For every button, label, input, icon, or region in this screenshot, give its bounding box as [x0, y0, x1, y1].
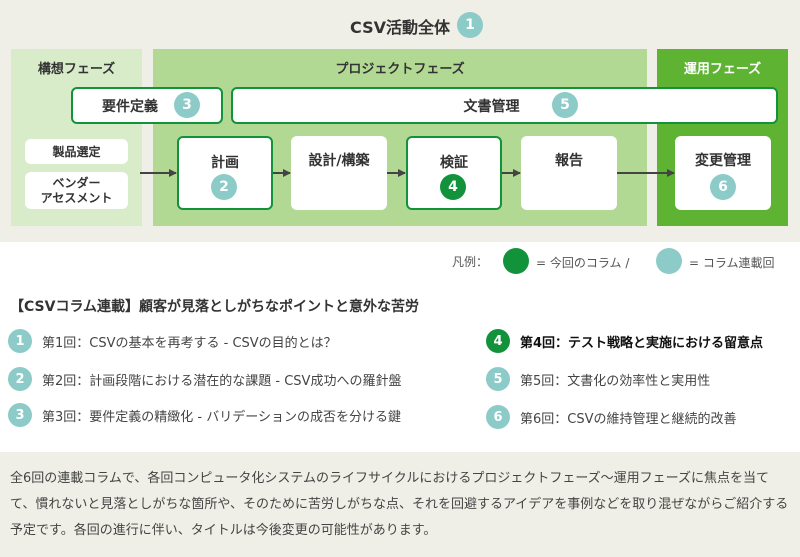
product-selection-box: 製品選定	[25, 139, 128, 164]
step-change-badge: 6	[710, 174, 736, 200]
step-design: 設計/構築	[291, 136, 387, 210]
step-design-label: 設計/構築	[308, 153, 370, 169]
requirements-badge: 3	[174, 92, 200, 118]
list-badge-6: 6	[486, 405, 510, 429]
legend-current-swatch	[503, 248, 529, 274]
documents-label: 文書管理	[463, 98, 520, 115]
step-plan-badge: 2	[211, 174, 237, 200]
legend-series-swatch	[656, 248, 682, 274]
documents-badge: 5	[552, 92, 578, 118]
step-verify-label: 検証	[440, 155, 468, 171]
list-badge-5: 5	[486, 367, 510, 391]
step-verify-badge: 4	[440, 174, 466, 200]
concept-phase-label: 構想フェーズ	[37, 62, 116, 77]
list-item-6: 6 第6回：CSVの維持管理と継続的改善	[486, 405, 737, 429]
list-text-3: 第3回：要件定義の精緻化 - バリデーションの成否を分ける鍵	[42, 409, 401, 425]
diagram-title: CSV活動全体	[350, 18, 450, 37]
step-plan-label: 計画	[211, 155, 239, 171]
list-item-2: 2 第2回：計画段階における潜在的な課題 - CSV成功への羅針盤	[8, 367, 401, 391]
list-badge-1: 1	[8, 329, 32, 353]
list-badge-3: 3	[8, 403, 32, 427]
series-heading: 【CSVコラム連載】顧客が見落としがちなポイントと意外な苦労	[10, 299, 420, 315]
list-badge-2: 2	[8, 367, 32, 391]
legend-prefix: 凡例：	[452, 255, 489, 269]
list-text-1: 第1回：CSVの基本を再考する - CSVの目的とは？	[42, 335, 337, 351]
list-item-5: 5 第5回：文書化の効率性と実用性	[486, 367, 710, 391]
step-change-label: 変更管理	[695, 153, 751, 169]
list-item-4: 4 第4回：テスト戦略と実施における留意点	[486, 329, 763, 353]
documents-box: 文書管理	[231, 87, 778, 124]
legend-current-label: = 今回のコラム /	[536, 256, 630, 270]
list-text-6: 第6回：CSVの維持管理と継続的改善	[520, 411, 737, 427]
list-item-3: 3 第3回：要件定義の精緻化 - バリデーションの成否を分ける鍵	[8, 403, 401, 427]
list-item-1: 1 第1回：CSVの基本を再考する - CSVの目的とは？	[8, 329, 337, 353]
list-badge-4: 4	[486, 329, 510, 353]
description-text: 全6回の連載コラムで、各回コンピュータ化システムのライフサイクルにおけるプロジェ…	[10, 471, 789, 538]
vendor-assessment-box: ベンダー アセスメント	[25, 172, 128, 209]
step-verify: 検証	[406, 136, 502, 210]
project-phase-label: プロジェクトフェーズ	[335, 62, 465, 77]
description-panel: 全6回の連載コラムで、各回コンピュータ化システムのライフサイクルにおけるプロジェ…	[0, 452, 800, 557]
list-text-4: 第4回：テスト戦略と実施における留意点	[520, 335, 764, 351]
operation-phase-label: 運用フェーズ	[683, 62, 762, 77]
list-text-2: 第2回：計画段階における潜在的な課題 - CSV成功への羅針盤	[42, 373, 402, 389]
list-text-5: 第5回：文書化の効率性と実用性	[520, 373, 711, 389]
requirements-label: 要件定義	[102, 98, 158, 115]
step-report-label: 報告	[555, 153, 583, 169]
flow-arrows	[140, 169, 675, 177]
title-badge: 1	[457, 12, 483, 38]
legend-series-label: = コラム連載回	[689, 256, 775, 270]
step-report: 報告	[521, 136, 617, 210]
